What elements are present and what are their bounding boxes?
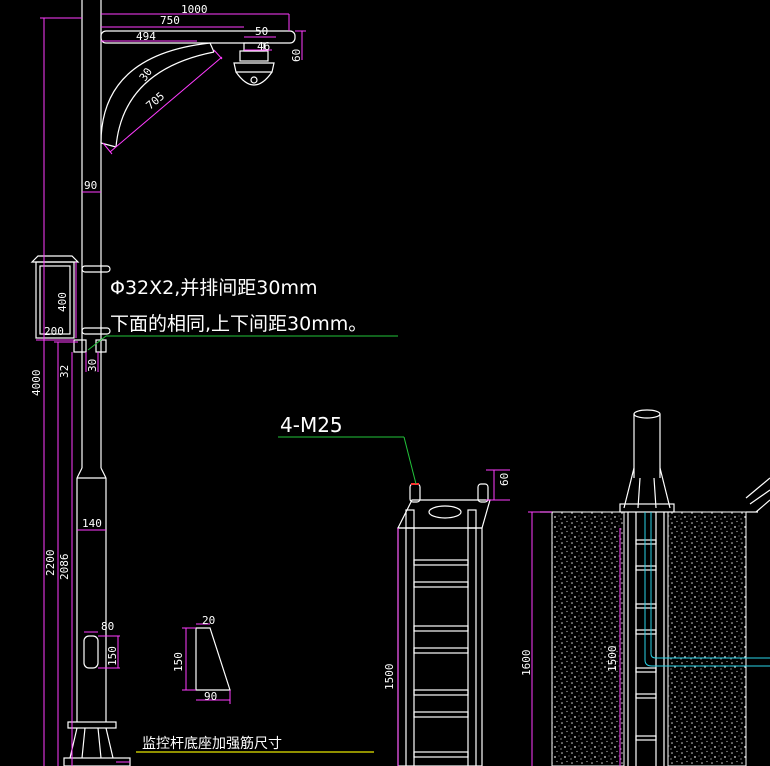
dim-90-pole: 90 [84, 179, 97, 192]
dim-2200: 2200 [44, 550, 57, 577]
equipment-box-icon [30, 255, 80, 339]
dim-150-rib: 150 [172, 652, 185, 672]
bolt-note-leader [278, 436, 417, 485]
dim-200: 200 [44, 325, 64, 338]
dim-150-door: 150 [106, 646, 119, 666]
dim-2086: 2086 [58, 554, 71, 581]
dim-32: 32 [58, 365, 71, 378]
dome-camera-icon [233, 42, 275, 86]
annotation-notes: Φ32X2,并排间距30mm 下面的相同,上下间距30mm。 4-M25 监控杆… [110, 277, 367, 752]
anchor-cage [397, 469, 510, 766]
rib-detail [182, 623, 231, 704]
dim-50: 50 [255, 25, 268, 38]
pipe-note-line1: Φ32X2,并排间距30mm [110, 277, 317, 299]
dim-494: 494 [136, 30, 156, 43]
dim-705: 705 [144, 90, 168, 113]
dim-30-arc: 30 [137, 65, 155, 83]
dim-1600: 1600 [520, 650, 533, 677]
rib-caption: 监控杆底座加强筋尺寸 [142, 735, 282, 752]
dim-750: 750 [160, 14, 180, 27]
dim-30-clamp: 30 [86, 359, 99, 372]
dim-400: 400 [56, 292, 69, 312]
dim-4000: 4000 [30, 370, 43, 397]
dim-20: 20 [202, 614, 215, 627]
pipe-note-line2: 下面的相同,上下间距30mm。 [110, 313, 367, 335]
dim-90-rib: 90 [204, 690, 217, 703]
dim-1500-cage: 1500 [383, 664, 396, 691]
dim-60-arm: 60 [290, 49, 303, 62]
foundation-section [528, 409, 770, 766]
bolt-note: 4-M25 [280, 413, 343, 437]
dim-1500-foundation: 1500 [606, 646, 619, 673]
dim-80: 80 [101, 620, 114, 633]
pipe-clamps [73, 265, 111, 353]
dimension-lines [36, 13, 306, 766]
pole-elevation [63, 0, 131, 766]
camera-arm [100, 30, 296, 155]
dim-1000: 1000 [181, 3, 208, 16]
dim-46: 46 [257, 40, 270, 53]
dim-60-bolt: 60 [498, 473, 511, 486]
dim-140: 140 [82, 517, 102, 530]
dimension-labels: 1000 750 494 50 46 60 30 705 90 400 200 … [30, 3, 619, 703]
pipe-note-leader [87, 335, 398, 351]
